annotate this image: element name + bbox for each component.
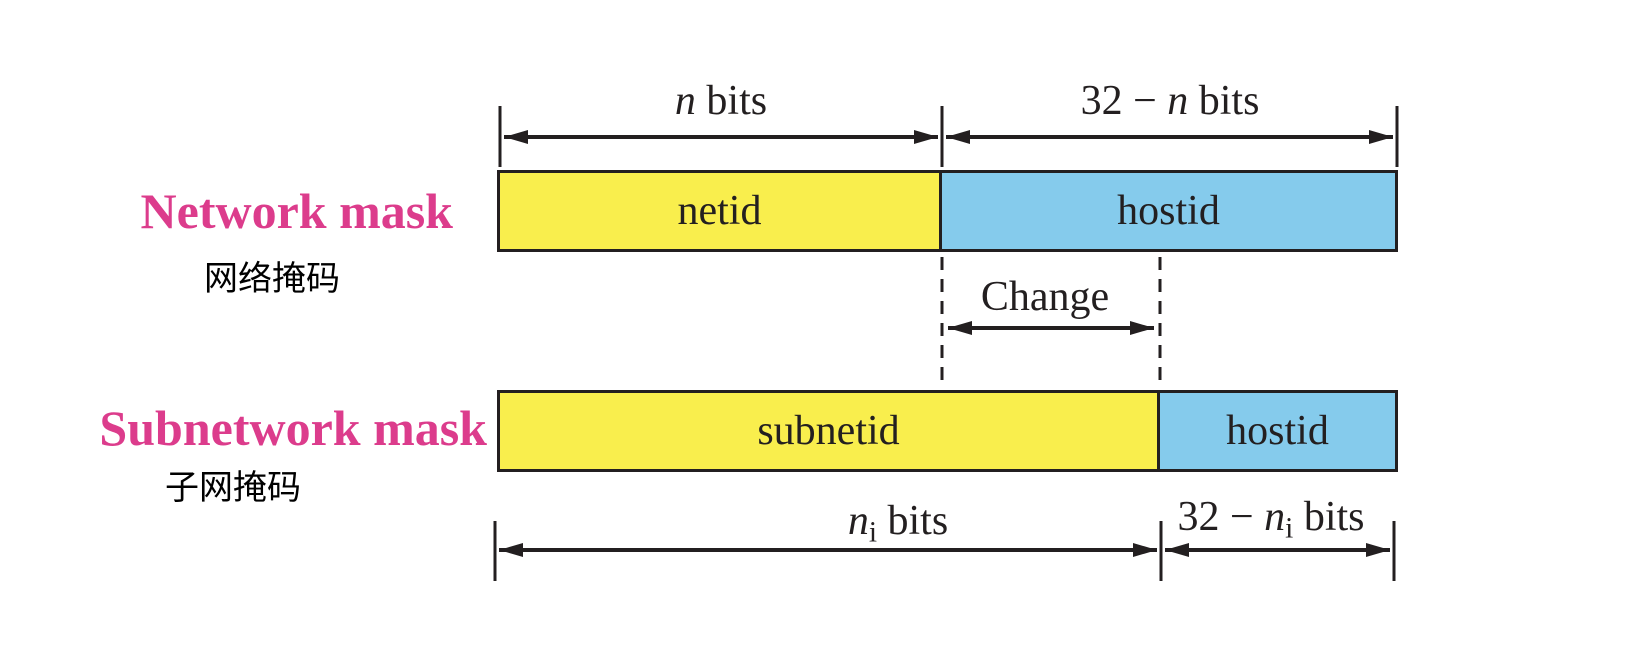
network-mask-subtitle-zh: 网络掩码 [204, 260, 340, 298]
network-hostid-cell: hostid [942, 173, 1395, 249]
subnetwork-hostid-cell: hostid [1160, 393, 1395, 469]
netid-cell: netid [500, 173, 942, 249]
measure-variable: n [674, 78, 696, 124]
change-label: Change [980, 274, 1110, 320]
subnetwork-mask-bar: subnetid hostid [497, 390, 1398, 472]
top-measure-arrows [498, 106, 1399, 167]
hostid-label: hostid [1117, 188, 1220, 234]
measure-text: bits [1188, 78, 1260, 124]
measure-variable: n [847, 498, 869, 544]
measure-text: 32 − [1080, 78, 1168, 124]
subnetid-label: subnetid [757, 408, 900, 454]
subnetid-cell: subnetid [500, 393, 1160, 469]
measure-subscript: i [868, 516, 877, 549]
netid-label: netid [677, 188, 762, 234]
measure-ni-bits: ni bits [847, 498, 949, 547]
measure-text: bits [695, 78, 768, 124]
measure-variable: n [1264, 494, 1286, 540]
measure-text: bits [1293, 494, 1365, 540]
measure-n-bits: n bits [675, 80, 767, 122]
bottom-measure-arrows [493, 521, 1396, 581]
subnetwork-mask-subtitle-zh: 子网掩码 [165, 469, 301, 507]
measure-variable: n [1167, 78, 1189, 124]
measure-text: bits [876, 498, 949, 544]
measure-text: 32 − [1177, 494, 1265, 540]
network-mask-title: Network mask [140, 183, 453, 239]
subnetwork-mask-title: Subnetwork mask [99, 400, 487, 456]
measure-subscript: i [1285, 512, 1294, 545]
hostid-label: hostid [1226, 408, 1329, 454]
network-mask-bar: netid hostid [497, 170, 1398, 252]
measure-32-minus-n-bits: 32 − n bits [1081, 80, 1260, 122]
measure-32-minus-ni-bits: 32 − ni bits [1177, 494, 1365, 543]
